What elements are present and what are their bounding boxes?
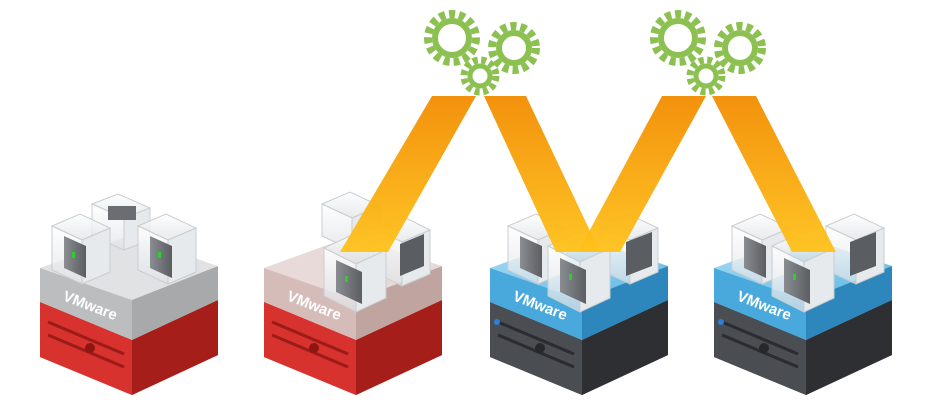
- power-button-icon: [309, 343, 319, 353]
- vm-icon: [824, 213, 886, 285]
- power-button-icon: [759, 343, 769, 353]
- gear-icon: [686, 56, 726, 96]
- gear-cluster-left: [424, 10, 540, 96]
- vm-icon: [322, 233, 388, 313]
- gear-cluster-right: [650, 10, 766, 96]
- gear-icon: [488, 22, 540, 74]
- vm-icon: [730, 213, 792, 285]
- beam-2: [484, 96, 600, 252]
- beam-4: [712, 96, 836, 252]
- migration-beams: [340, 96, 836, 252]
- host-group-1: VMware: [40, 193, 218, 395]
- power-button-icon: [85, 343, 95, 353]
- power-button-icon: [535, 343, 545, 353]
- vm-icon: [50, 213, 112, 285]
- gear-icon: [424, 10, 480, 66]
- vm-icon: [136, 213, 198, 285]
- beam-3: [578, 96, 706, 252]
- host-group-4: VMware: [714, 213, 892, 395]
- beam-1: [340, 96, 476, 252]
- host-group-2: VMware: [264, 191, 442, 395]
- gear-icon: [650, 10, 706, 66]
- gear-icon: [714, 22, 766, 74]
- gear-icon: [460, 56, 500, 96]
